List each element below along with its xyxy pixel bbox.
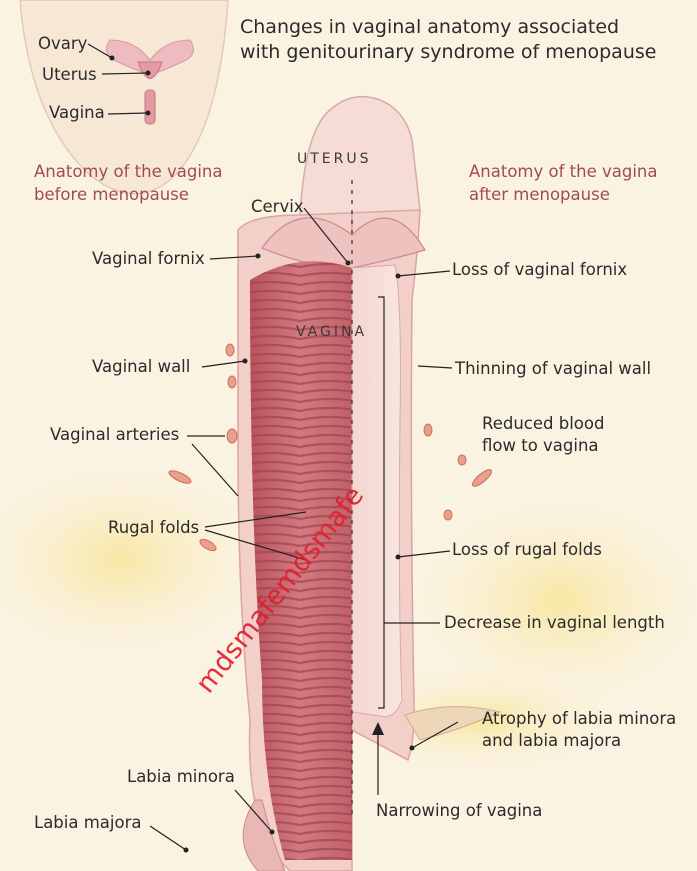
label-loss-of-vaginal-fornix: Loss of vaginal fornix xyxy=(452,260,628,279)
label-thinning-of-vaginal-wall: Thinning of vaginal wall xyxy=(455,359,652,378)
label-rugal-folds: Rugal folds xyxy=(108,518,200,537)
label-vagina-inset: Vagina xyxy=(49,103,105,122)
label-reduced-blood-flow: Reduced blood flow to vagina xyxy=(482,413,604,458)
title-line-2: with genitourinary syndrome of menopause xyxy=(240,40,657,63)
diagram-title: Changes in vaginal anatomy associated wi… xyxy=(240,15,656,64)
label-atrophy-of-labia: Atrophy of labia minora and labia majora xyxy=(482,708,676,753)
reduced-blood-line-1: Reduced blood xyxy=(482,414,605,433)
leader-lines xyxy=(87,43,459,851)
heading-after-menopause: Anatomy of the vagina after menopause xyxy=(469,160,657,206)
label-labia-minora: Labia minora xyxy=(127,767,235,786)
label-vaginal-arteries: Vaginal arteries xyxy=(50,425,180,444)
heading-after-line-2: after menopause xyxy=(469,185,610,205)
inset-pelvis xyxy=(19,0,229,195)
heading-before-menopause: Anatomy of the vagina before menopause xyxy=(34,160,222,206)
label-uterus-inset: Uterus xyxy=(42,65,97,84)
region-label-vagina: VAGINA xyxy=(296,324,368,340)
heading-before-line-1: Anatomy of the vagina xyxy=(34,162,223,181)
atrophy-line-2: and labia majora xyxy=(482,731,622,751)
labia-after-shape xyxy=(404,706,502,741)
heading-after-line-1: Anatomy of the vagina xyxy=(469,162,658,181)
atrophy-line-1: Atrophy of labia minora xyxy=(482,709,677,728)
vaginal-lumen-after xyxy=(351,264,403,718)
label-labia-majora: Labia majora xyxy=(34,813,142,832)
label-decrease-in-vaginal-length: Decrease in vaginal length xyxy=(444,613,665,632)
title-line-1: Changes in vaginal anatomy associated xyxy=(240,16,620,38)
label-vaginal-fornix: Vaginal fornix xyxy=(92,249,205,268)
fat-tissue-left xyxy=(0,450,290,670)
label-cervix: Cervix xyxy=(251,197,304,216)
region-label-uterus: UTERUS xyxy=(297,151,372,167)
leader-dots xyxy=(109,55,415,853)
artery-dots xyxy=(168,343,493,552)
reduced-blood-line-2: flow to vagina xyxy=(482,436,599,456)
label-vaginal-wall: Vaginal wall xyxy=(92,357,191,376)
label-narrowing-of-vagina: Narrowing of vagina xyxy=(376,801,543,820)
labia-minora-shape xyxy=(242,799,286,871)
rugal-folds-shape xyxy=(250,261,352,860)
narrowing-arrow-head xyxy=(372,722,384,735)
heading-before-line-2: before menopause xyxy=(34,185,189,205)
label-ovary: Ovary xyxy=(38,34,88,53)
uterus-shape xyxy=(299,95,421,216)
fat-tissue-right xyxy=(390,480,697,720)
label-loss-of-rugal-folds: Loss of rugal folds xyxy=(452,540,602,559)
